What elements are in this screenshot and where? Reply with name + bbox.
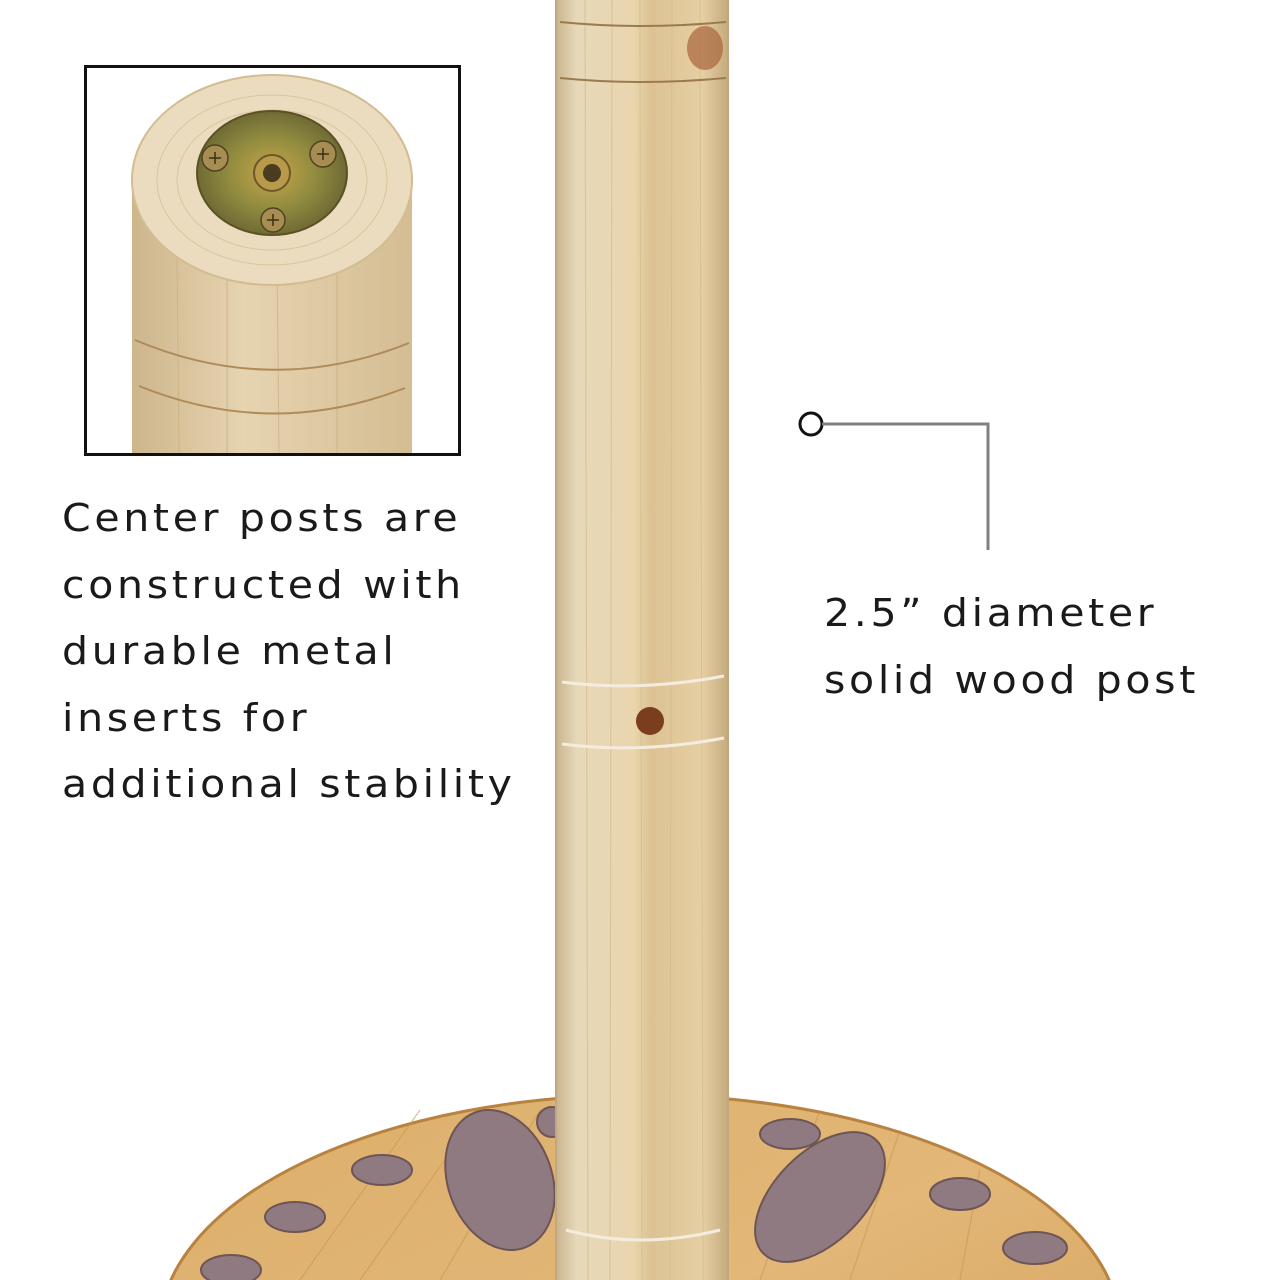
caption-line: inserts for	[62, 695, 311, 740]
caption-line: additional stability	[62, 762, 516, 806]
knot	[687, 26, 723, 70]
wood-post	[555, 0, 729, 1280]
callout-pointer	[798, 411, 990, 550]
caption-line: 2.5” diameter	[824, 591, 1158, 635]
inset-post-top-photo	[87, 68, 458, 453]
caption-line: solid wood post	[824, 657, 1199, 702]
caption-line: durable metal	[62, 629, 398, 673]
callout-dot-icon	[798, 411, 824, 437]
knot	[636, 707, 664, 735]
caption-line: Center posts are	[62, 496, 462, 540]
caption-line: constructed with	[62, 562, 465, 607]
inset-photo-frame	[84, 65, 461, 456]
left-caption: Center posts are constructed with durabl…	[62, 485, 516, 818]
right-caption: 2.5” diameter solid wood post	[824, 580, 1199, 713]
